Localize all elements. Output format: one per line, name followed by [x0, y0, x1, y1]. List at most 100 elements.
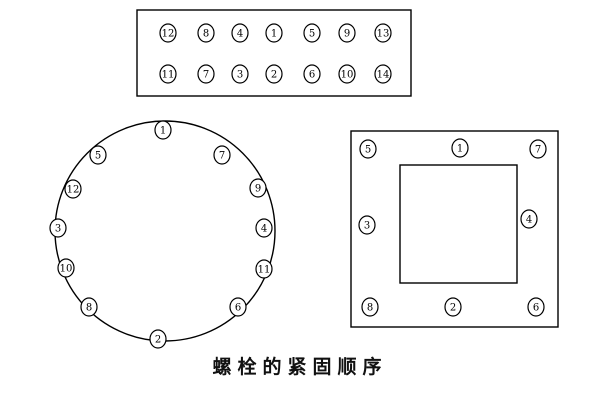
bolt-circle	[255, 218, 273, 238]
bolt-circle	[64, 179, 82, 199]
bolt-marker: 14	[374, 64, 392, 84]
bolt-marker: 6	[303, 64, 321, 84]
bolt-circle	[149, 329, 167, 349]
bolt-number: 12	[67, 185, 80, 196]
bolt-marker: 2	[444, 297, 462, 317]
bolt-marker: 12	[159, 23, 177, 43]
bolt-circle	[529, 139, 547, 159]
bolt-marker: 9	[338, 23, 356, 43]
diagram-caption: 螺栓的紧固顺序	[212, 356, 388, 378]
bolt-marker: 13	[374, 23, 392, 43]
bolt-number: 6	[533, 303, 539, 314]
bolt-number: 7	[203, 70, 209, 81]
bolt-marker: 11	[159, 64, 177, 84]
bolt-circle	[444, 297, 462, 317]
bolt-number: 4	[526, 215, 532, 226]
bolt-number: 4	[237, 29, 243, 40]
bolt-circle	[49, 218, 67, 238]
bolt-circle	[358, 215, 376, 235]
bolt-number: 5	[309, 29, 315, 40]
bolt-number: 9	[255, 184, 261, 195]
bolt-marker: 1	[451, 138, 469, 158]
bolt-number: 7	[535, 145, 541, 156]
bolt-number: 6	[309, 70, 315, 81]
bolt-circle	[80, 297, 98, 317]
bolt-marker: 10	[338, 64, 356, 84]
bolt-number: 5	[365, 145, 371, 156]
bolt-circle	[197, 23, 215, 43]
bolt-number: 3	[237, 70, 243, 81]
bolt-marker: 4	[255, 218, 273, 238]
bolt-circle	[361, 297, 379, 317]
bolt-circle	[374, 23, 392, 43]
bolt-marker: 2	[149, 329, 167, 349]
bolt-marker: 12	[64, 179, 82, 199]
linear-flange: 12 8 4 1 5 9 13 11 7 3 2 6 10 14	[136, 9, 412, 97]
square-flange-bolts: 5 1 7 4 6 2 8 3	[358, 138, 547, 317]
bolt-number: 1	[457, 144, 463, 155]
bolt-circle	[255, 259, 273, 279]
bolt-circle	[231, 23, 249, 43]
bolt-circle	[89, 145, 107, 165]
bolt-number: 11	[162, 70, 175, 81]
bolt-circle	[303, 23, 321, 43]
bolt-marker: 9	[249, 178, 267, 198]
bolt-circle	[213, 145, 231, 165]
bolt-marker: 5	[359, 139, 377, 159]
bolt-marker: 8	[80, 297, 98, 317]
bolt-marker: 5	[303, 23, 321, 43]
bolt-circle	[265, 64, 283, 84]
bolt-number: 5	[95, 151, 101, 162]
bolt-number: 9	[344, 29, 350, 40]
bolt-number: 8	[367, 303, 373, 314]
bolt-circle	[527, 297, 545, 317]
bolt-circle	[265, 23, 283, 43]
bolt-circle	[154, 120, 172, 140]
bolt-number: 8	[203, 29, 209, 40]
bolt-marker: 7	[197, 64, 215, 84]
bolt-marker: 7	[213, 145, 231, 165]
bolt-number: 12	[162, 29, 175, 40]
bolt-number: 3	[364, 221, 370, 232]
bolt-marker: 3	[231, 64, 249, 84]
bolt-marker: 6	[527, 297, 545, 317]
bolt-circle	[159, 23, 177, 43]
bolt-circle	[57, 258, 75, 278]
bolt-number: 13	[377, 29, 390, 40]
bolt-number: 2	[450, 303, 456, 314]
bolt-marker: 4	[520, 209, 538, 229]
bolt-circle	[231, 64, 249, 84]
linear-flange-top-row: 12 8 4 1 5 9 13	[159, 23, 392, 43]
bolt-marker: 2	[265, 64, 283, 84]
bolt-marker: 1	[265, 23, 283, 43]
bolt-marker: 5	[89, 145, 107, 165]
bolt-marker: 3	[358, 215, 376, 235]
bolt-circle	[229, 297, 247, 317]
linear-flange-outline	[136, 9, 412, 97]
bolt-number: 14	[377, 70, 390, 81]
bolt-marker: 10	[57, 258, 75, 278]
bolt-marker: 8	[361, 297, 379, 317]
bolt-number: 10	[341, 70, 354, 81]
bolt-number: 6	[235, 303, 241, 314]
square-flange: 5 1 7 4 6 2 8 3	[350, 130, 559, 328]
bolt-circle	[159, 64, 177, 84]
bolt-marker: 8	[197, 23, 215, 43]
bolt-marker: 11	[255, 259, 273, 279]
bolt-circle	[374, 64, 392, 84]
bolt-circle	[303, 64, 321, 84]
bolt-marker: 7	[529, 139, 547, 159]
bolt-number: 10	[60, 264, 73, 275]
bolt-number: 1	[271, 29, 277, 40]
bolt-circle	[451, 138, 469, 158]
bolt-marker: 1	[154, 120, 172, 140]
bolt-number: 1	[160, 126, 166, 137]
bolt-circle	[359, 139, 377, 159]
bolt-circle	[197, 64, 215, 84]
bolt-number: 8	[86, 303, 92, 314]
bolt-number: 4	[261, 224, 267, 235]
bolt-number: 7	[219, 151, 225, 162]
linear-flange-bottom-row: 11 7 3 2 6 10 14	[159, 64, 392, 84]
